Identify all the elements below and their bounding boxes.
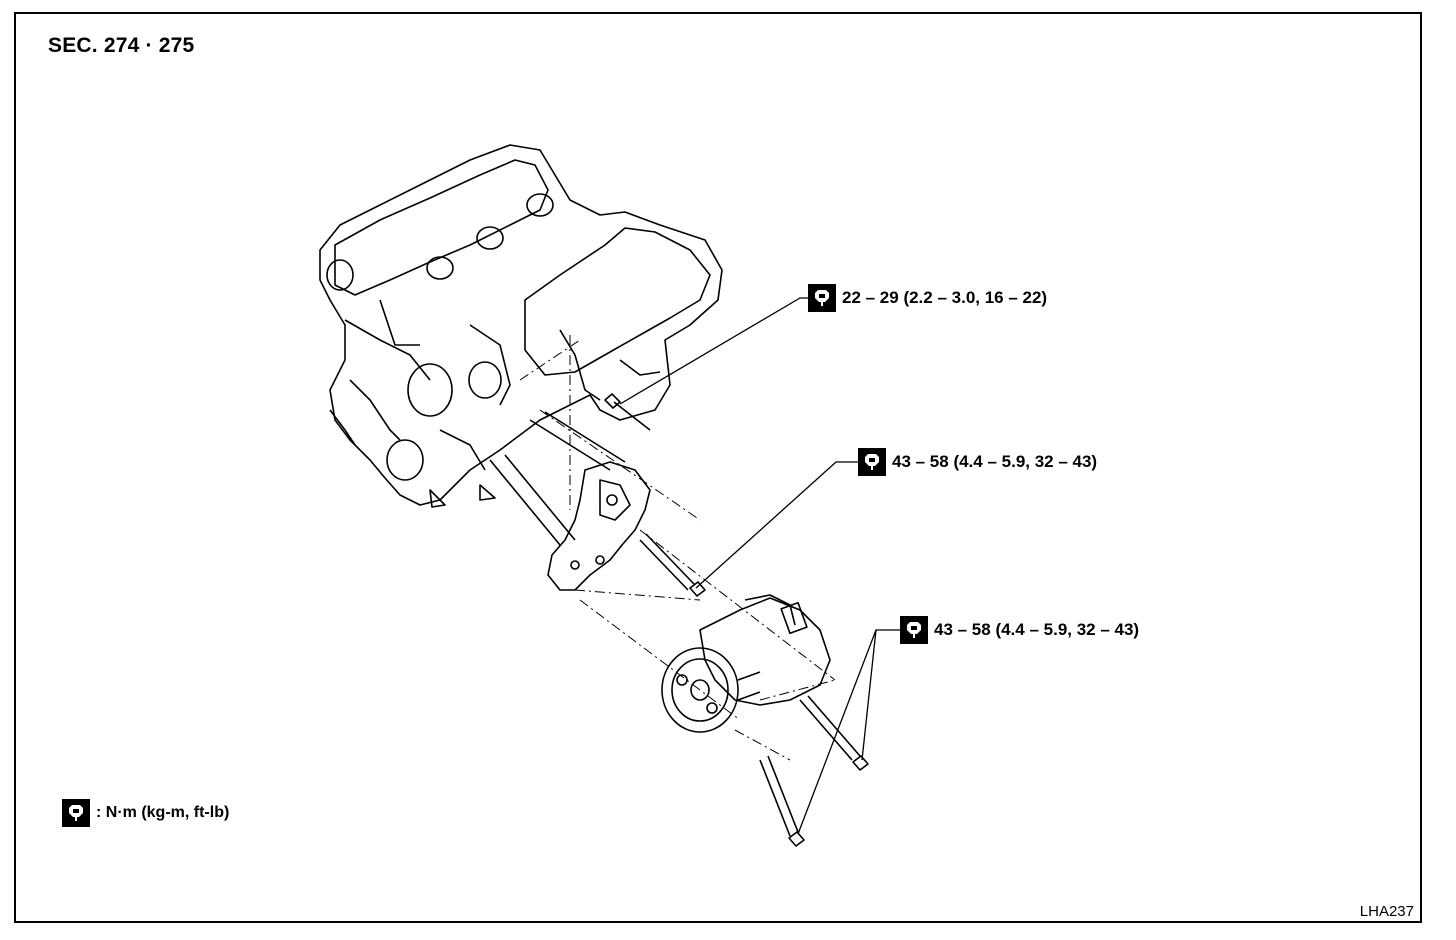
torque-callout-1: 22 – 29 (2.2 – 3.0, 16 – 22) xyxy=(808,284,1047,312)
bolt-middle xyxy=(639,533,706,597)
bolt-lower-right xyxy=(799,695,869,771)
diagram-frame xyxy=(14,12,1422,923)
bolt-upper xyxy=(604,393,651,431)
torque-callout-3: 43 – 58 (4.4 – 5.9, 32 – 43) xyxy=(900,616,1139,644)
units-legend-text: : N·m (kg-m, ft-lb) xyxy=(96,804,230,821)
units-legend: : N·m (kg-m, ft-lb) xyxy=(62,799,229,827)
bracket xyxy=(547,461,651,591)
torque-wrench-icon xyxy=(900,616,928,644)
torque-wrench-icon xyxy=(808,284,836,312)
figure-code: LHA237 xyxy=(1359,903,1414,920)
torque-spec-1: 22 – 29 (2.2 – 3.0, 16 – 22) xyxy=(842,288,1048,307)
torque-spec-3: 43 – 58 (4.4 – 5.9, 32 – 43) xyxy=(934,620,1140,639)
torque-wrench-icon xyxy=(858,448,886,476)
bolt-lower-left xyxy=(759,755,805,847)
torque-callout-2: 43 – 58 (4.4 – 5.9, 32 – 43) xyxy=(858,448,1097,476)
torque-spec-2: 43 – 58 (4.4 – 5.9, 32 – 43) xyxy=(892,452,1098,471)
torque-wrench-icon xyxy=(62,799,90,827)
pump-body xyxy=(699,597,831,706)
section-title: SEC. 274 · 275 xyxy=(48,34,195,57)
engine-block xyxy=(319,144,723,506)
pulley xyxy=(661,647,739,733)
